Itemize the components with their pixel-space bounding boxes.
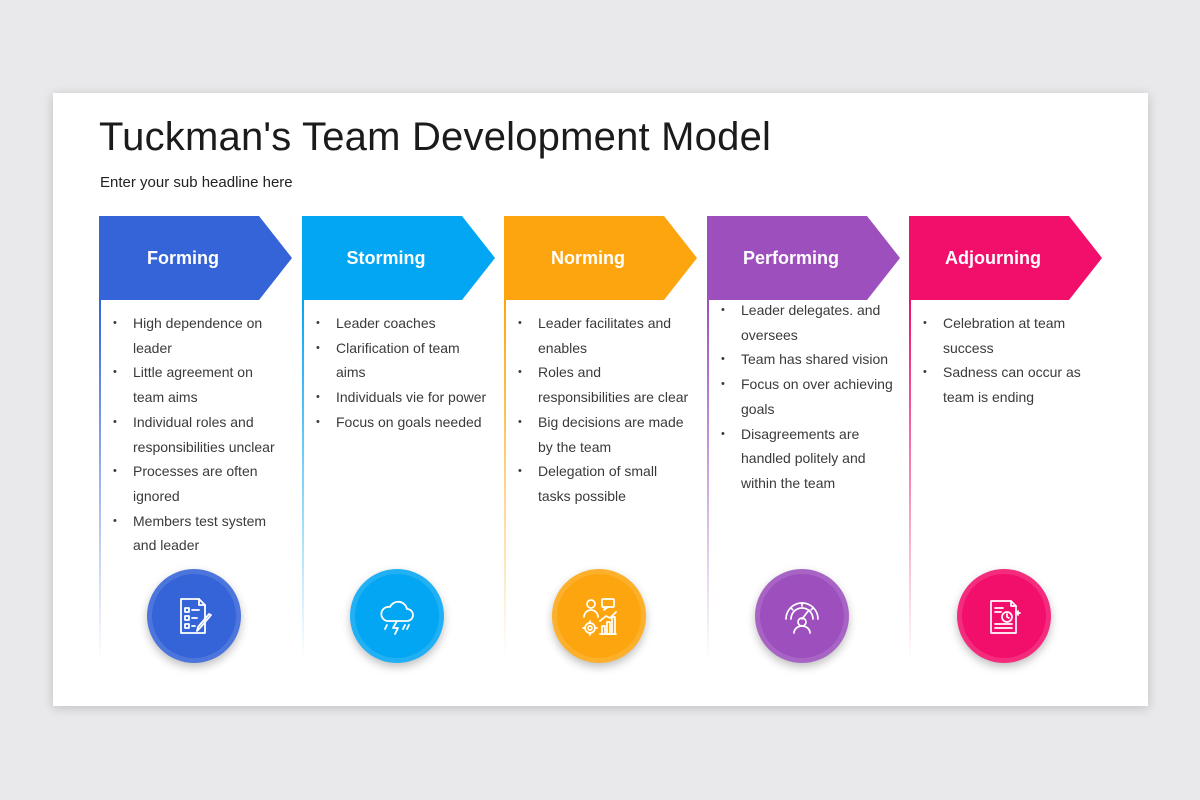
- stage-arrow-norming: Norming: [504, 216, 697, 300]
- performance-gauge-icon: [785, 602, 819, 634]
- stage-adjourning: Adjourning Celebration at team success S…: [909, 216, 1102, 663]
- bullet-item: Celebration at team success: [923, 311, 1095, 360]
- stage-arrow-adjourning: Adjourning: [909, 216, 1102, 300]
- checklist-document-icon: [180, 598, 212, 634]
- stage-arrow-storming: Storming: [302, 216, 495, 300]
- stage-bullets: Celebration at team success Sadness can …: [923, 311, 1095, 410]
- bullet-item: Leader facilitates and enables: [518, 311, 690, 360]
- stage-icon-badge: [957, 569, 1051, 663]
- bullet-item: Big decisions are made by the team: [518, 410, 690, 459]
- stage-norming: Norming Leader facilitates and enables R…: [504, 216, 697, 663]
- stage-divider-line: [504, 300, 506, 660]
- bullet-item: Team has shared vision: [721, 347, 893, 372]
- stage-icon-badge: [147, 569, 241, 663]
- bullet-item: Individual roles and responsibilities un…: [113, 410, 285, 459]
- stage-arrow-performing: Performing: [707, 216, 900, 300]
- stage-bullets: High dependence on leader Little agreeme…: [113, 311, 285, 558]
- stage-bullets: Leader coaches Clarification of team aim…: [316, 311, 488, 435]
- sub-headline: Enter your sub headline here: [100, 174, 293, 191]
- stage-arrow-forming: Forming: [99, 216, 292, 300]
- stage-divider-line: [99, 300, 101, 660]
- bullet-item: Roles and responsibilities are clear: [518, 360, 690, 409]
- stage-divider-line: [909, 300, 911, 660]
- page-title: Tuckman's Team Development Model: [99, 115, 772, 159]
- stage-forming: Forming High dependence on leader Little…: [99, 216, 292, 663]
- bullet-item: Focus on goals needed: [316, 410, 488, 435]
- bullet-item: Disagreements are handled politely and w…: [721, 422, 893, 496]
- bullet-item: Processes are often ignored: [113, 459, 285, 508]
- bullet-item: Focus on over achieving goals: [721, 372, 893, 421]
- completion-document-icon: [990, 600, 1021, 634]
- bullet-item: Delegation of small tasks possible: [518, 459, 690, 508]
- stage-label: Storming: [346, 247, 426, 268]
- slide: Tuckman's Team Development Model Enter y…: [53, 93, 1148, 706]
- storm-cloud-icon: [380, 600, 414, 635]
- stage-icon-badge: [552, 569, 646, 663]
- bullet-item: High dependence on leader: [113, 311, 285, 360]
- stage-label: Forming: [147, 247, 219, 268]
- stage-performing: Performing Leader delegates. and oversee…: [707, 216, 900, 663]
- stage-storming: Storming Leader coaches Clarification of…: [302, 216, 495, 663]
- bullet-item: Individuals vie for power: [316, 385, 488, 410]
- stage-label: Adjourning: [945, 247, 1041, 268]
- bullet-item: Leader delegates. and oversees: [721, 298, 893, 347]
- stage-label: Norming: [551, 247, 625, 268]
- bullet-item: Sadness can occur as team is ending: [923, 360, 1095, 409]
- teamwork-chart-icon: [582, 598, 617, 636]
- stage-bullets: Leader facilitates and enables Roles and…: [518, 311, 690, 509]
- stage-label: Performing: [742, 247, 839, 268]
- bullet-item: Leader coaches: [316, 311, 488, 336]
- stage-divider-line: [302, 300, 304, 660]
- stage-divider-line: [707, 300, 709, 660]
- stage-icon-badge: [350, 569, 444, 663]
- bullet-item: Little agreement on team aims: [113, 360, 285, 409]
- stage-icon-badge: [755, 569, 849, 663]
- bullet-item: Members test system and leader: [113, 509, 285, 558]
- stage-bullets: Leader delegates. and oversees Team has …: [721, 298, 893, 496]
- bullet-item: Clarification of team aims: [316, 336, 488, 385]
